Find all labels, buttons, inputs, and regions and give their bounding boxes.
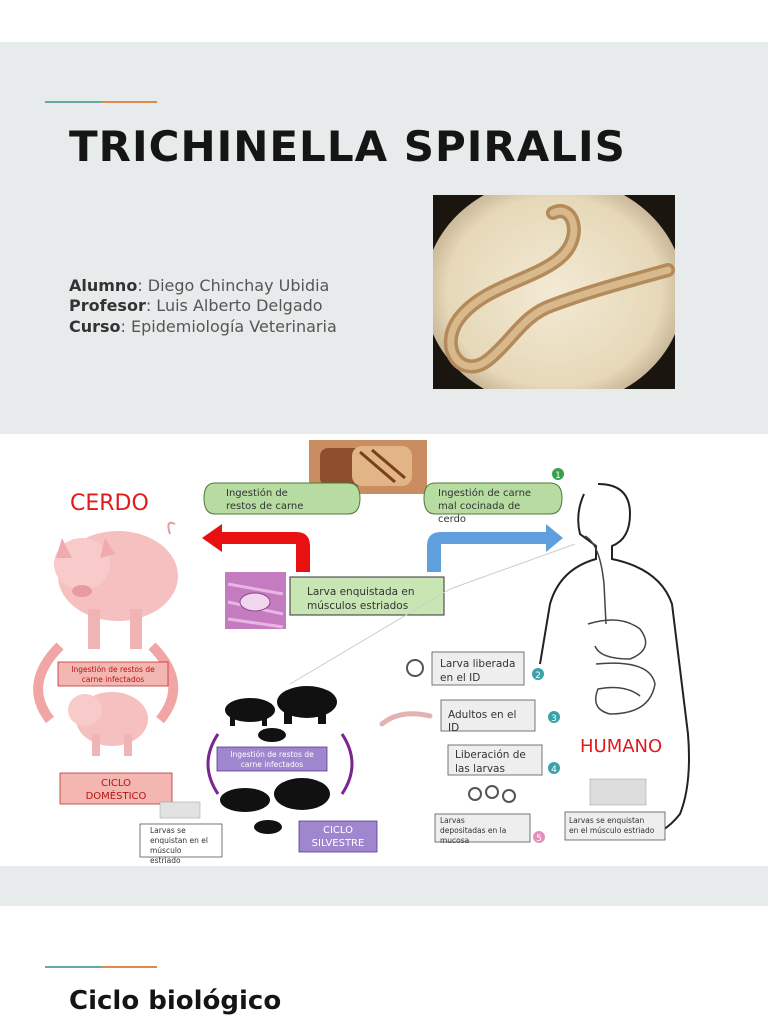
- step-4-badge: [548, 762, 560, 774]
- larva-coils-icon: [468, 785, 516, 803]
- red-arrow-icon: [202, 524, 310, 572]
- ingest-left-text-1: Ingestión de: [226, 487, 288, 499]
- ciclo-dom-text-2: DOMÉSTICO: [86, 789, 147, 802]
- wild-ingest-box: Ingestión de restos de carne infectados: [216, 746, 328, 772]
- teacher-value: : Luis Alberto Delgado: [145, 296, 323, 315]
- wild-cycle-right-arrow-icon: [340, 733, 354, 795]
- adult-worm-icon: [379, 711, 433, 727]
- student-value: : Diego Chinchay Ubidia: [137, 276, 330, 295]
- pig-small-icon: [68, 692, 148, 756]
- depositadas-text-2: depositadas en la: [440, 826, 506, 835]
- accent-line-2: [45, 966, 157, 968]
- page-title: TRICHINELLA SPIRALIS: [69, 122, 626, 171]
- wild-animals-bottom-icon: [220, 778, 330, 834]
- blue-arrow-icon: [427, 524, 563, 572]
- human-silhouette-icon: [539, 483, 690, 836]
- ciclo-silv-text-1: CICLO: [323, 825, 353, 836]
- ingest-right-text-3: cerdo: [438, 514, 466, 525]
- ciclo-silv-text-2: SILVESTRE: [312, 838, 365, 849]
- larva-coil-icon: [406, 659, 424, 677]
- muscle-section-small-icon: [159, 801, 201, 819]
- step-4-number: 4: [551, 765, 557, 775]
- liberacion-text-1: Liberación de: [455, 749, 526, 761]
- pig-ingest-text-2: carne infectados: [82, 675, 145, 684]
- connector-line: [449, 543, 576, 590]
- larvas-enq-text-4: estriado: [150, 856, 181, 865]
- pig-ingest-box: Ingestión de restos de carne infectados: [57, 661, 169, 687]
- cerdo-label: CERDO: [70, 491, 149, 516]
- ciclo-dom-text-1: CICLO: [101, 778, 131, 789]
- larvas-enquistan-box: Larvas se enquistan en el músculo estria…: [139, 823, 223, 865]
- teacher-line: Profesor: Luis Alberto Delgado: [69, 296, 323, 315]
- life-cycle-diagram: Ingestión de restos de carne Ingestión d…: [0, 434, 768, 866]
- humano-label: HUMANO: [580, 736, 662, 757]
- depositadas-text-3: mucosa: [440, 836, 469, 845]
- enquistan-human-box: Larvas se enquistan en el músculo estria…: [564, 811, 666, 841]
- accent-line: [45, 101, 157, 103]
- larva-muscle-text-1: Larva enquistada en: [307, 586, 415, 598]
- pig-cycle-left-arrow-icon: [33, 642, 64, 724]
- muscle-tissue-image: [225, 572, 286, 629]
- connector-line-2: [289, 588, 451, 685]
- course-line: Curso: Epidemiología Veterinaria: [69, 317, 337, 336]
- teacher-label: Profesor: [69, 296, 146, 315]
- larva-muscle-text-2: músculos estriados: [307, 600, 408, 612]
- ingest-right-text-2: mal cocinada de: [438, 501, 520, 512]
- step-5-badge: [533, 831, 545, 843]
- step-1-badge: [552, 468, 564, 480]
- step-3-number: 3: [551, 714, 557, 724]
- student-line: Alumno: Diego Chinchay Ubidia: [69, 276, 329, 295]
- step-2-badge: [532, 668, 544, 680]
- ingestion-left-box: Ingestión de restos de carne: [203, 482, 361, 515]
- intestine-icon: [587, 619, 656, 715]
- depositadas-text-1: Larvas: [440, 816, 465, 825]
- step-1-number: 1: [555, 471, 561, 481]
- adultos-text-2: ID: [448, 722, 459, 734]
- wild-cycle-left-arrow-icon: [206, 733, 220, 795]
- section-title: Ciclo biológico: [69, 986, 282, 1016]
- larva-liberada-text-2: en el ID: [440, 672, 480, 684]
- step-2-number: 2: [535, 671, 541, 681]
- larva-liberada-text-1: Larva liberada: [440, 658, 515, 670]
- adultos-box: Adultos en el ID: [440, 699, 536, 734]
- ciclo-silvestre-box: CICLO SILVESTRE: [298, 820, 378, 853]
- esophagus-icon: [584, 535, 607, 625]
- course-value: : Epidemiología Veterinaria: [120, 317, 337, 336]
- ingest-right-text-1: Ingestión de carne: [438, 487, 531, 499]
- wild-ingest-text-1: Ingestión de restos de: [230, 750, 314, 759]
- course-label: Curso: [69, 317, 121, 336]
- liberacion-box: Liberación de las larvas: [447, 744, 543, 776]
- ingest-left-text-2: restos de carne: [226, 501, 303, 512]
- ciclo-domestico-box: CICLO DOMÉSTICO: [59, 772, 173, 805]
- larva-muscle-box: Larva enquistada en músculos estriados: [289, 576, 445, 616]
- pig-large-icon: [54, 521, 178, 649]
- step-3-badge: [548, 711, 560, 723]
- depositadas-box: Larvas depositadas en la mucosa: [434, 813, 531, 845]
- larvas-enq-text-2: enquistan en el: [150, 836, 208, 845]
- enquistan-h-text-2: en el músculo estriado: [569, 826, 655, 835]
- pig-cycle-right-arrow-icon: [148, 642, 179, 724]
- liberacion-text-2: las larvas: [455, 763, 505, 775]
- enquistan-h-text-1: Larvas se enquistan: [569, 816, 644, 825]
- trichinella-microscope-image: [433, 195, 675, 389]
- wild-animals-top-icon: [225, 686, 337, 742]
- pig-ingest-text-1: Ingestión de restos de: [71, 665, 155, 674]
- wild-ingest-text-2: carne infectados: [241, 760, 304, 769]
- larva-liberada-box: Larva liberada en el ID: [431, 651, 525, 686]
- larvas-enq-text-3: músculo: [150, 846, 182, 855]
- ingestion-right-box: Ingestión de carne mal cocinada de cerdo: [423, 482, 563, 525]
- step-5-number: 5: [536, 834, 542, 844]
- muscle-section-icon: [589, 778, 647, 806]
- second-slide-top: [0, 866, 768, 906]
- student-label: Alumno: [69, 276, 138, 295]
- larvas-enq-text-1: Larvas se: [150, 826, 186, 835]
- adultos-text-1: Adultos en el: [448, 709, 516, 721]
